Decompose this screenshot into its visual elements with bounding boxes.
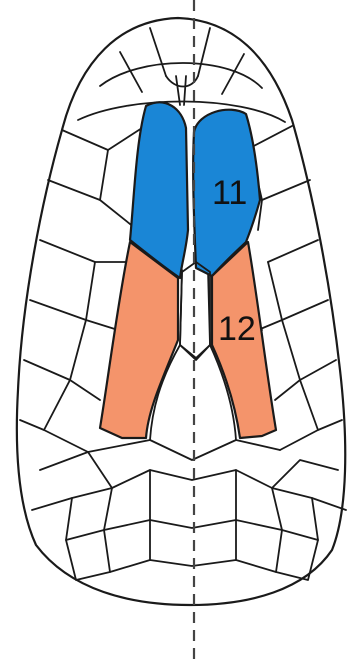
region-11-label: 11 <box>212 174 247 212</box>
region-12-label: 12 <box>218 310 256 348</box>
